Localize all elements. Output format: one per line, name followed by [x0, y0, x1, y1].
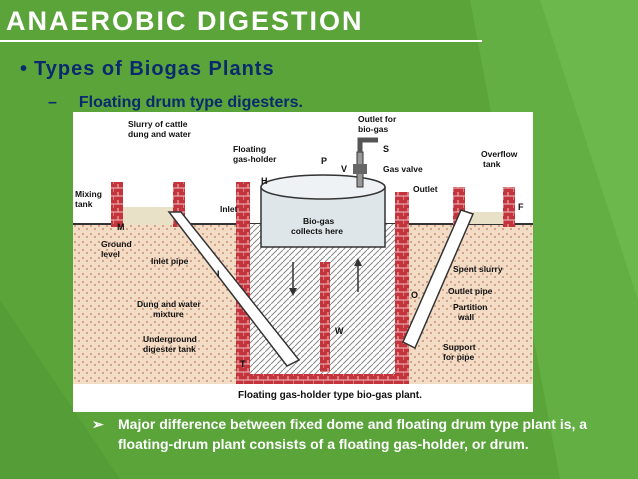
- paragraph-text: Major difference between fixed dome and …: [118, 416, 588, 452]
- label-outlet-biogas-2: bio-gas: [358, 124, 388, 134]
- letter-h: H: [261, 176, 268, 186]
- label-support-1: Support: [443, 342, 476, 352]
- bullet-level1: •Types of Biogas Plants: [20, 58, 275, 81]
- label-overflow-2: tank: [483, 159, 501, 169]
- letter-p: P: [321, 156, 327, 166]
- bullet-level1-text: Types of Biogas Plants: [34, 58, 275, 80]
- label-outlet: Outlet: [413, 184, 438, 194]
- label-biogas-2: collects here: [291, 226, 343, 236]
- upper-left-wall: [236, 182, 250, 227]
- overflow-tank-right: [503, 187, 515, 227]
- label-dung-1: Dung and water: [137, 299, 201, 309]
- outlet-bend: [357, 137, 378, 152]
- letter-o: O: [411, 290, 418, 300]
- label-mixing-1: Mixing: [75, 189, 102, 199]
- arrow-bullet-icon: ➢: [92, 416, 104, 432]
- mixing-tank-left: [111, 182, 123, 227]
- label-underground-1: Underground: [143, 334, 197, 344]
- bullet-level2: – Floating drum type digesters.: [48, 94, 303, 112]
- label-outlet-pipe: Outlet pipe: [448, 286, 493, 296]
- letter-t: T: [240, 359, 246, 369]
- label-gas-valve: Gas valve: [383, 164, 423, 174]
- tank-floor: [236, 374, 409, 384]
- letter-f: F: [518, 202, 524, 212]
- label-inlet-pipe: Inlet pipe: [151, 256, 189, 266]
- partition-wall: [320, 262, 330, 372]
- inlet-pipe: [167, 211, 301, 367]
- label-mixing-2: tank: [75, 199, 93, 209]
- upper-right-wall: [395, 192, 409, 227]
- tank-right-wall: [395, 224, 409, 379]
- gas-valve-icon: [353, 164, 367, 174]
- label-biogas-1: Bio-gas: [303, 216, 334, 226]
- biogas-plant-diagram: Floating gas-holder type bio-gas plant. …: [73, 112, 533, 412]
- bullet-level2-text: Floating drum type digesters.: [78, 94, 303, 111]
- label-slurry-2: dung and water: [128, 129, 192, 139]
- label-partition-2: wall: [457, 312, 474, 322]
- caption-box: [233, 386, 433, 402]
- letter-w: W: [335, 326, 344, 336]
- label-floating-1: Floating: [233, 144, 266, 154]
- bullet-dot-icon: •: [20, 58, 29, 80]
- label-floating-2: gas-holder: [233, 154, 277, 164]
- label-underground-2: digester tank: [143, 344, 196, 354]
- slide-title: ANAEROBIC DIGESTION: [6, 6, 364, 36]
- diagram-caption: Floating gas-holder type bio-gas plant.: [238, 390, 422, 401]
- label-outlet-biogas-1: Outlet for: [358, 114, 397, 124]
- mixing-tank-slurry: [123, 207, 173, 225]
- label-partition-1: Partition: [453, 302, 487, 312]
- overflow-tank-slurry: [465, 212, 503, 224]
- label-ground-2: level: [101, 249, 120, 259]
- bullet-dash-icon: –: [48, 94, 57, 111]
- outlet-pipe: [402, 209, 475, 350]
- label-spent-slurry: Spent slurry: [453, 264, 503, 274]
- label-dung-2: mixture: [153, 309, 184, 319]
- label-overflow-1: Overflow: [481, 149, 518, 159]
- label-ground-1: Ground: [101, 239, 132, 249]
- letter-m: M: [117, 222, 125, 232]
- gas-holder-top: [260, 174, 386, 200]
- label-inlet: Inlet: [220, 204, 238, 214]
- flow-arrow-1-head: [289, 288, 297, 296]
- label-support-2: for pipe: [443, 352, 474, 362]
- letter-i: I: [217, 269, 220, 279]
- flow-arrow-2-head: [354, 258, 362, 266]
- paragraph: ➢ Major difference between fixed dome an…: [92, 414, 637, 454]
- letter-v: V: [341, 164, 347, 174]
- letter-s: S: [383, 144, 389, 154]
- label-slurry-1: Slurry of cattle: [128, 119, 188, 129]
- title-underline: [0, 40, 482, 42]
